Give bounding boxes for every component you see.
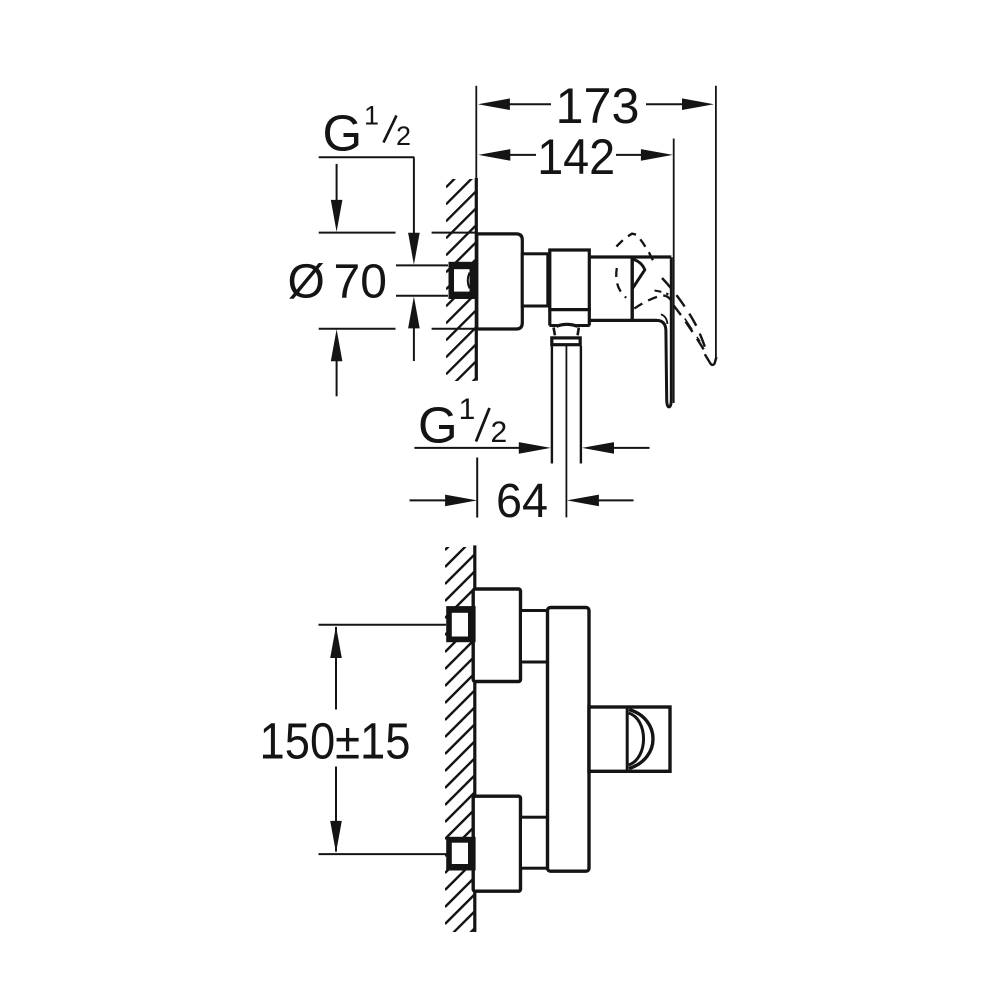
svg-text:70: 70 <box>334 255 387 308</box>
svg-text:173: 173 <box>556 78 640 134</box>
svg-text:150±15: 150±15 <box>260 713 411 770</box>
svg-text:2: 2 <box>490 416 507 449</box>
svg-text:1: 1 <box>459 393 476 426</box>
svg-text:G: G <box>418 397 458 454</box>
svg-text:G: G <box>323 105 363 162</box>
svg-text:64: 64 <box>496 475 548 528</box>
svg-text:1: 1 <box>364 101 379 131</box>
svg-text:Ø: Ø <box>288 255 325 308</box>
svg-text:2: 2 <box>396 121 411 151</box>
svg-text:142: 142 <box>537 129 615 185</box>
